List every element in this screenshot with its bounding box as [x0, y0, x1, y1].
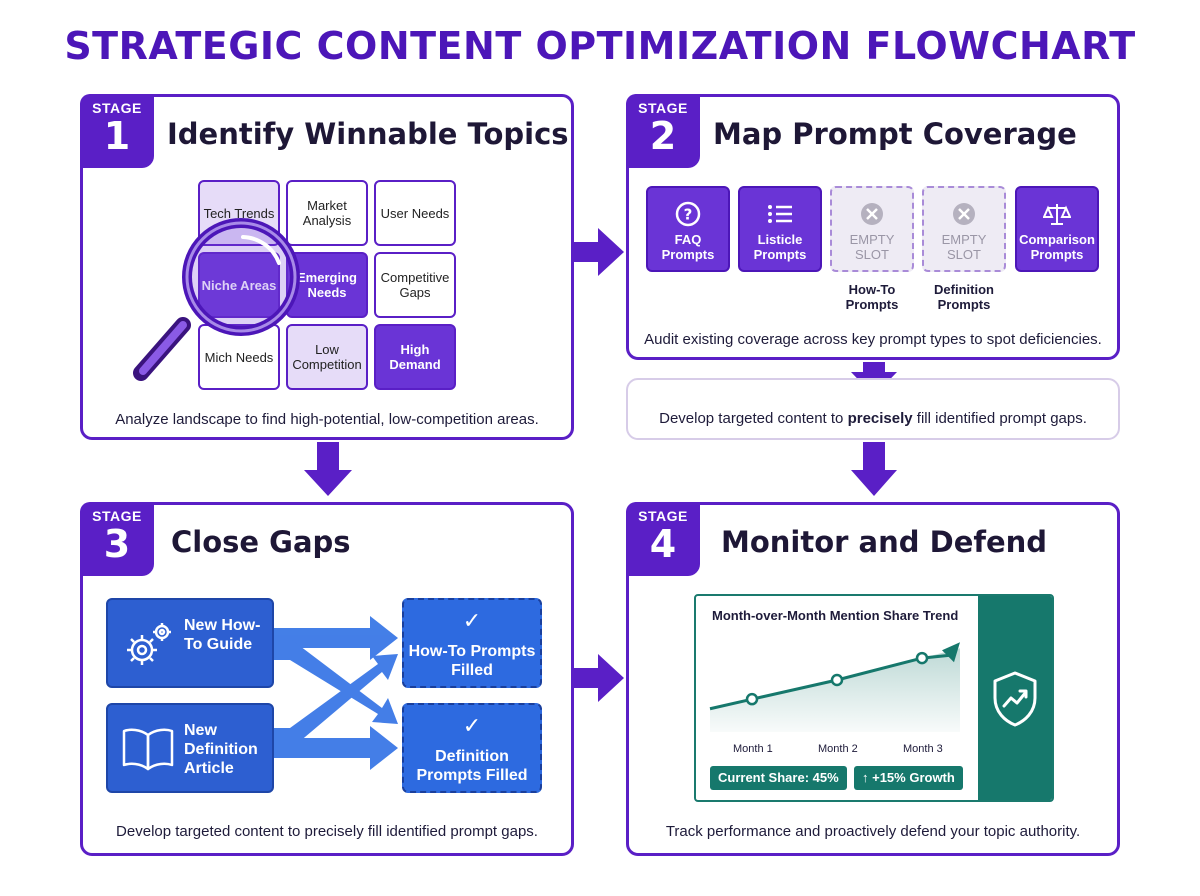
arrow-right-2 [574, 654, 624, 702]
stage-1-badge: STAGE 1 [80, 94, 154, 168]
arrow-down-3 [851, 442, 897, 496]
shield-trend-icon [993, 671, 1037, 727]
topic-cell: User Needs [374, 180, 456, 246]
x-circle-icon [861, 203, 883, 225]
bridge-box: Develop targeted content to precisely fi… [626, 378, 1120, 440]
check-icon: ✓ [462, 608, 482, 633]
chart-plot [709, 642, 960, 732]
stage-3-title: Close Gaps [171, 525, 351, 559]
stage-label: STAGE [92, 100, 142, 116]
svg-text:?: ? [684, 206, 693, 224]
faq-prompts-tile: ? FAQ Prompts [646, 186, 730, 272]
book-icon [122, 728, 174, 771]
gears-icon [127, 623, 171, 665]
stage-number: 2 [649, 114, 677, 158]
x-tick-label: Month 3 [903, 743, 943, 755]
check-icon: ✓ [462, 713, 482, 738]
topic-cell: Emerging Needs [286, 252, 368, 318]
stage-1-card: STAGE 1 Identify Winnable Topics Tech Tr… [80, 94, 574, 440]
stage-1-caption: Analyze landscape to find high-potential… [115, 411, 539, 428]
stage-number: 4 [649, 522, 677, 566]
new-how-to-guide-box: New How-To Guide [106, 598, 274, 688]
data-point [915, 651, 929, 665]
stage-3-badge: STAGE 3 [80, 502, 154, 576]
topic-cell: High Demand [374, 324, 456, 390]
question-circle-icon: ? [675, 201, 701, 227]
how-to-prompts-filled-box: ✓ How-To Prompts Filled [402, 598, 542, 688]
new-definition-article-box: New Definition Article [106, 703, 274, 793]
how-to-filled-label: How-To Prompts Filled [408, 643, 536, 679]
definition-prompts-label: Definition Prompts [934, 282, 994, 312]
arrow-down-1 [304, 442, 352, 496]
data-point [830, 673, 844, 687]
empty-slot-tile: EMPTY SLOT [922, 186, 1006, 272]
data-point [745, 692, 759, 706]
chart-title: Month-over-Month Mention Share Trend [712, 608, 959, 623]
topic-cell: Low Competition [286, 324, 368, 390]
x-circle-icon [953, 203, 975, 225]
definition-article-label: New Definition Article [184, 722, 258, 777]
mention-share-chart: Month-over-Month Mention Share Trend Mon… [694, 594, 1054, 802]
stage-4-caption: Track performance and proactively defend… [665, 823, 1081, 840]
magnifier-icon [133, 218, 300, 381]
comparison-prompts-tile: Comparison Prompts [1015, 186, 1099, 272]
x-tick-label: Month 2 [818, 743, 858, 755]
trend-arrowhead [942, 642, 960, 663]
topic-cell: Niche Areas [198, 252, 280, 318]
how-to-guide-label: New How-To Guide [184, 617, 261, 653]
bridge-caption: Develop targeted content to precisely fi… [659, 410, 1087, 427]
stage-number: 3 [103, 522, 131, 566]
how-to-prompts-label: How-To Prompts [845, 282, 899, 312]
topic-cell: Market Analysis [286, 180, 368, 246]
x-tick-label: Month 1 [733, 743, 773, 755]
stage-2-caption: Audit existing coverage across key promp… [644, 331, 1102, 348]
stage-3-caption: Develop targeted content to precisely fi… [116, 823, 538, 840]
stage-2-badge: STAGE 2 [626, 94, 700, 168]
list-icon [768, 205, 792, 223]
growth-pill: ↑ +15% Growth [854, 766, 963, 790]
stage-2-title: Map Prompt Coverage [713, 117, 1077, 151]
arrow-right-1 [574, 228, 624, 276]
empty-slot-tile: EMPTY SLOT [830, 186, 914, 272]
current-share-pill: Current Share: 45% [710, 766, 847, 790]
topic-cell: Competitive Gaps [374, 252, 456, 318]
chart-area [710, 648, 960, 732]
definition-prompts-filled-box: ✓ Definition Prompts Filled [402, 703, 542, 793]
stage-label: STAGE [638, 508, 688, 524]
listicle-prompts-tile: Listicle Prompts [738, 186, 822, 272]
shield-panel [978, 596, 1052, 800]
definition-filled-label: Definition Prompts Filled [416, 748, 528, 784]
stage-label: STAGE [638, 100, 688, 116]
scale-icon [1043, 204, 1071, 225]
stage-1-title: Identify Winnable Topics [167, 117, 569, 151]
stage-4-title: Monitor and Defend [721, 525, 1048, 559]
stage-number: 1 [103, 114, 131, 158]
stage-label: STAGE [92, 508, 142, 524]
page-title: STRATEGIC CONTENT OPTIMIZATION FLOWCHART [64, 24, 1136, 68]
stage-4-badge: STAGE 4 [626, 502, 700, 576]
